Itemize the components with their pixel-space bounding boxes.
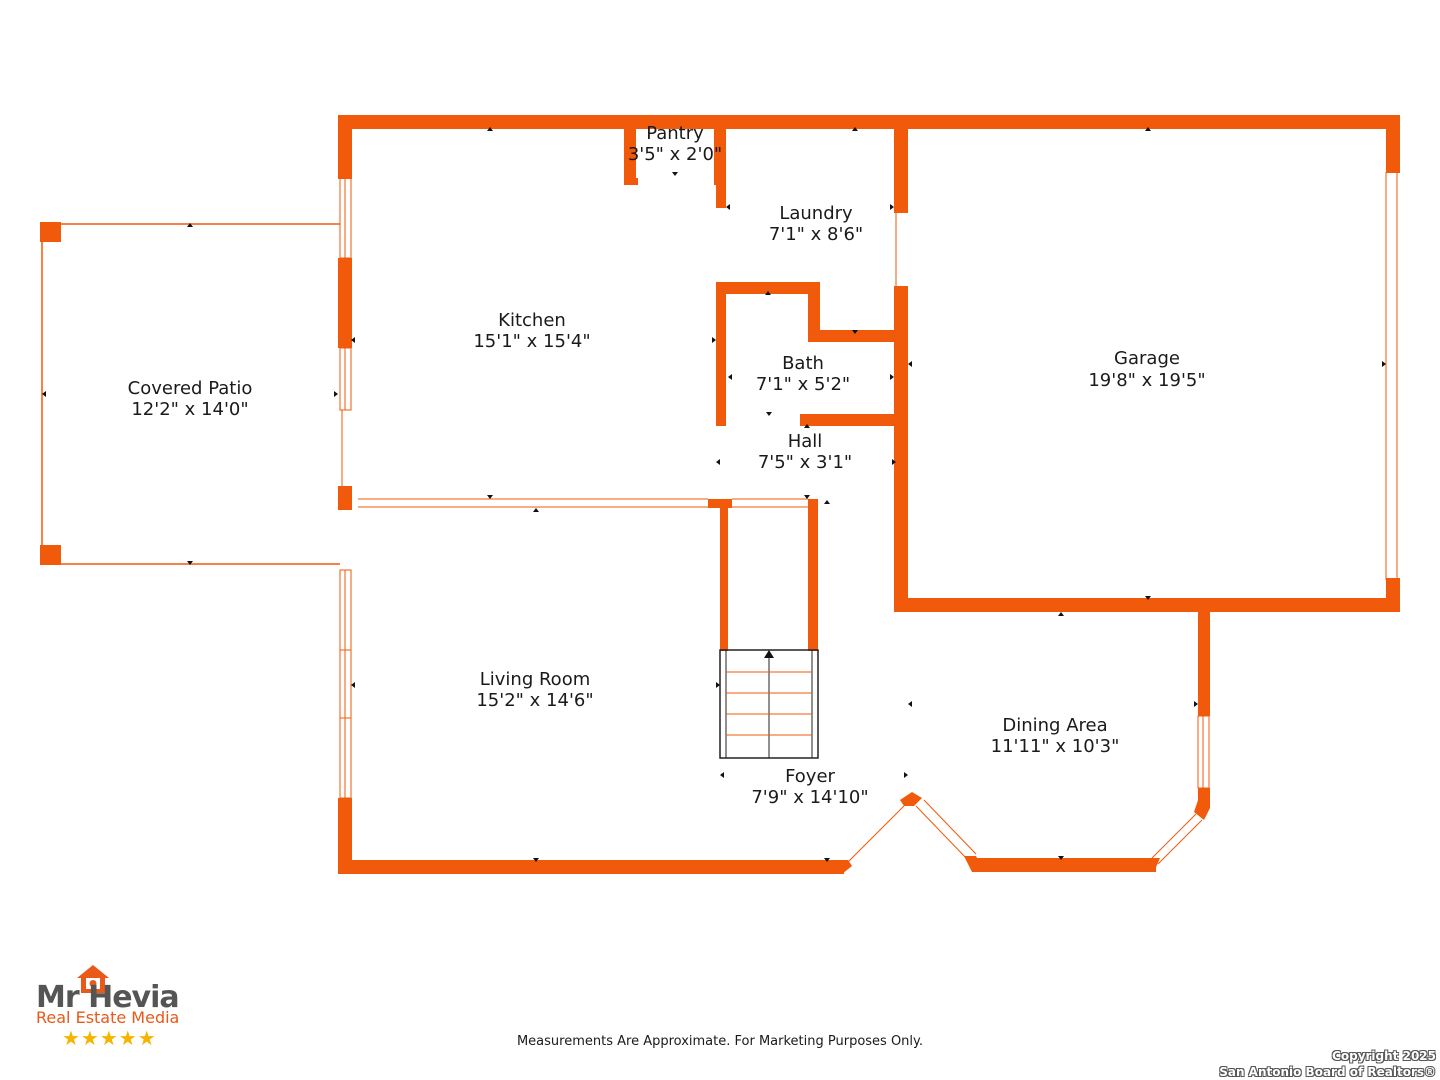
- patio-post: [40, 222, 61, 242]
- walls: [338, 115, 1400, 874]
- logo-brand: Mr Hevia: [36, 980, 180, 1015]
- stairs: [719, 649, 819, 759]
- svg-text:Laundry: Laundry: [779, 203, 853, 224]
- window-lines: [339, 172, 1398, 865]
- room-label-kitchen: Kitchen 15'1" x 15'4": [473, 310, 590, 352]
- room-label-laundry: Laundry 7'1" x 8'6": [769, 203, 863, 245]
- stair-arrow-icon: [764, 650, 774, 658]
- disclaimer-text: Measurements Are Approximate. For Market…: [516, 1034, 924, 1049]
- svg-text:7'5" x 3'1": 7'5" x 3'1": [758, 452, 852, 473]
- room-label-pantry: Pantry 3'5" x 2'0": [628, 123, 722, 165]
- svg-text:12'2" x 14'0": 12'2" x 14'0": [131, 399, 248, 420]
- house-camera-icon: [77, 965, 109, 993]
- svg-text:Foyer: Foyer: [785, 766, 835, 787]
- room-label-covered-patio: Covered Patio 12'2" x 14'0": [128, 378, 253, 420]
- svg-text:7'9" x 14'10": 7'9" x 14'10": [751, 787, 868, 808]
- svg-text:Kitchen: Kitchen: [498, 310, 566, 331]
- svg-text:7'1" x 8'6": 7'1" x 8'6": [769, 224, 863, 245]
- svg-text:15'2" x 14'6": 15'2" x 14'6": [476, 690, 593, 711]
- patio-post: [40, 545, 61, 565]
- svg-text:15'1" x 15'4": 15'1" x 15'4": [473, 331, 590, 352]
- logo-stars: ★★★★★: [62, 1026, 157, 1050]
- dimension-markers: [42, 127, 1386, 862]
- room-label-garage: Garage 19'8" x 19'5": [1088, 348, 1205, 391]
- svg-text:Living Room: Living Room: [480, 669, 591, 690]
- room-label-hall: Hall 7'5" x 3'1": [758, 431, 852, 473]
- svg-text:Covered Patio: Covered Patio: [128, 378, 253, 399]
- svg-text:Pantry: Pantry: [646, 123, 704, 144]
- svg-text:Bath: Bath: [782, 353, 824, 374]
- brand-logo: Mr Hevia Real Estate Media ★★★★★: [36, 964, 236, 1054]
- svg-text:Garage: Garage: [1114, 348, 1180, 369]
- svg-text:11'11" x 10'3": 11'11" x 10'3": [991, 736, 1120, 757]
- copyright-notice: Copyright 2025 San Antonio Board of Real…: [1219, 1048, 1436, 1080]
- room-label-foyer: Foyer 7'9" x 14'10": [751, 766, 868, 808]
- svg-text:19'8" x 19'5": 19'8" x 19'5": [1088, 370, 1205, 391]
- room-label-dining-area: Dining Area 11'11" x 10'3": [991, 715, 1120, 757]
- copyright-line-2: San Antonio Board of Realtors®: [1219, 1065, 1436, 1079]
- copyright-line-1: Copyright 2025: [1332, 1049, 1436, 1063]
- room-label-bath: Bath 7'1" x 5'2": [756, 353, 850, 395]
- logo-tagline: Real Estate Media: [36, 1008, 180, 1027]
- svg-text:Hall: Hall: [788, 431, 823, 452]
- svg-text:Dining Area: Dining Area: [1002, 715, 1107, 736]
- svg-text:7'1" x 5'2": 7'1" x 5'2": [756, 374, 850, 395]
- svg-text:3'5" x 2'0": 3'5" x 2'0": [628, 144, 722, 165]
- room-label-living-room: Living Room 15'2" x 14'6": [476, 669, 593, 711]
